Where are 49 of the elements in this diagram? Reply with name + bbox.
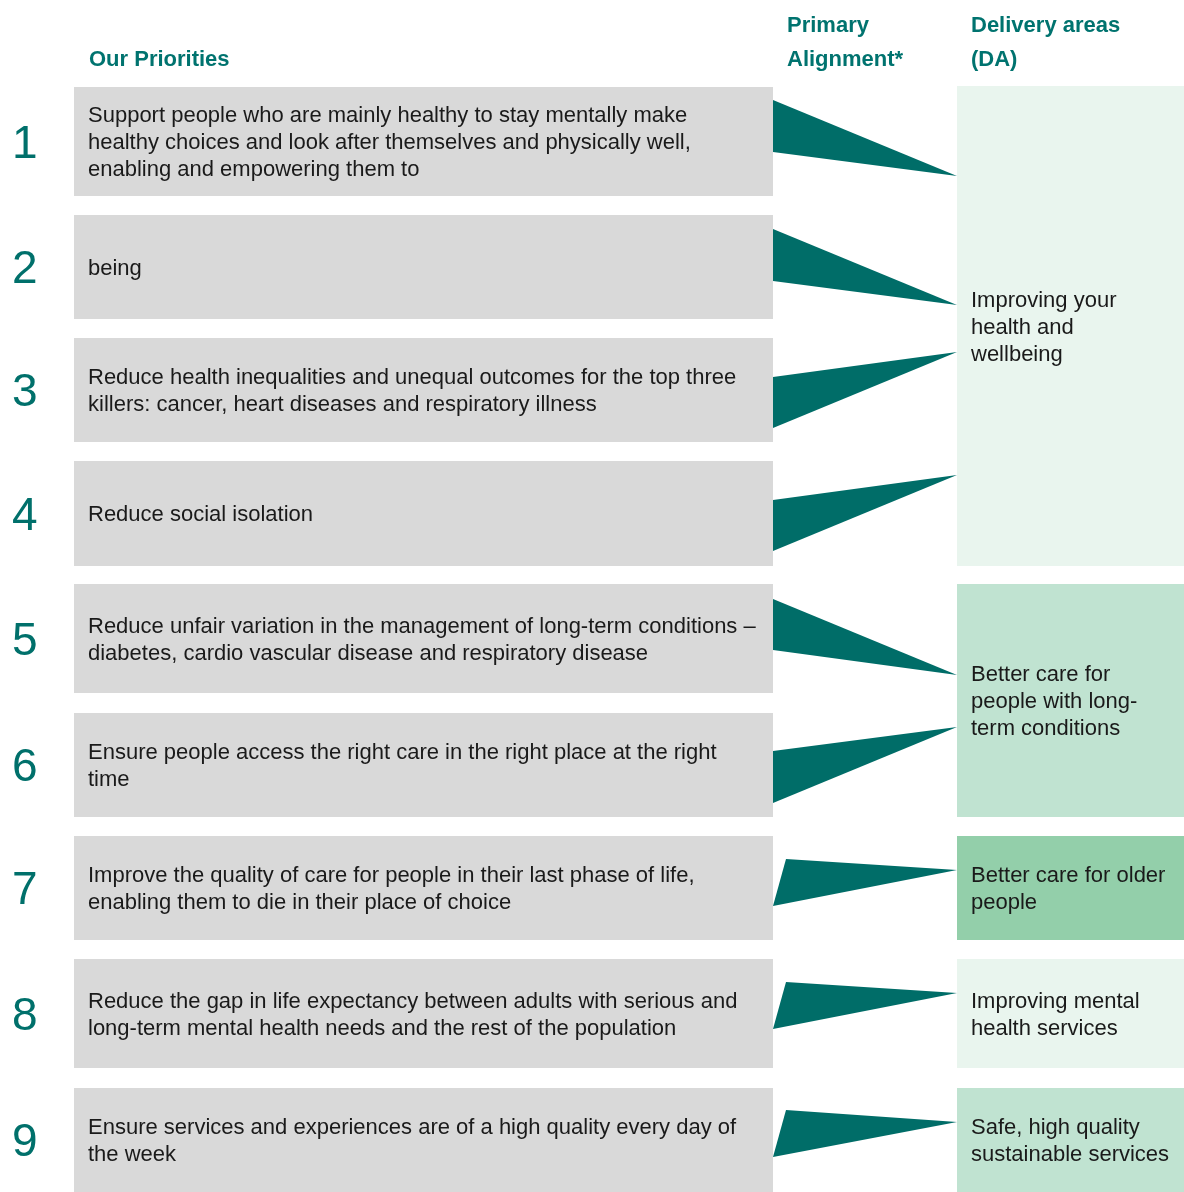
priority-number: 2 — [12, 242, 38, 292]
priority-box — [74, 959, 773, 1068]
alignment-arrow — [773, 982, 957, 1029]
alignment-arrow — [773, 229, 957, 305]
priority-box — [74, 584, 773, 693]
box-text: Reduce the gap in life expectancy between adults with serious and long-term mental health needs and the rest of the population — [88, 986, 739, 1041]
delivery-area-box — [957, 584, 1184, 817]
alignment-arrow — [773, 100, 957, 176]
alignment-arrow — [773, 859, 957, 906]
delivery-area-box — [957, 1088, 1184, 1192]
priority-number: 5 — [12, 613, 38, 664]
priority-number: 8 — [12, 988, 38, 1039]
priority-box — [74, 87, 773, 196]
alignment-arrow — [773, 599, 957, 675]
priority-box — [74, 215, 773, 319]
box-text: Improve the quality of care for people in their last phase of life, enabling them to die in their place of choice — [88, 861, 696, 915]
priority-number: 4 — [12, 488, 38, 539]
box-text: Better care for people with long-term conditions — [971, 660, 1139, 741]
box-text: Improving your health and wellbeing — [971, 285, 1118, 367]
box-text: being — [88, 253, 142, 281]
priority-box — [74, 836, 773, 940]
box-text: Reduce social isolation — [88, 500, 314, 527]
box-text: Reduce unfair variation in the management of long-term conditions – diabetes, cardio vascular disease and respiratory disease — [88, 611, 757, 666]
box-text: Better care for older people — [971, 861, 1167, 915]
column-heading: Our Priorities — [89, 45, 231, 73]
box-text: Safe, high quality sustainable services — [971, 1113, 1170, 1167]
priority-number: 9 — [12, 1115, 38, 1165]
box-text: Ensure people access the right care in the right place at the right time — [88, 738, 718, 792]
delivery-area-box — [957, 836, 1184, 940]
priority-number: 3 — [12, 365, 38, 415]
priority-box — [74, 461, 773, 566]
priority-box — [74, 1088, 773, 1192]
box-text: Reduce health inequalities and unequal outcomes for the top three killers: cancer, heart diseases and respiratory illness — [88, 363, 738, 417]
alignment-arrow — [773, 475, 957, 551]
column-heading: Delivery areas (DA) — [971, 11, 1122, 73]
delivery-area-box — [957, 959, 1184, 1068]
alignment-arrow — [773, 727, 957, 803]
alignment-arrow — [773, 352, 957, 428]
delivery-area-box — [957, 86, 1184, 566]
box-text: Support people who are mainly healthy to stay mentally make healthy choices and look after themselves and physically well, enabling and empowering them to — [88, 101, 692, 182]
column-heading: Primary Alignment* — [787, 11, 905, 73]
priority-number: 7 — [12, 863, 38, 913]
priority-number: 1 — [12, 116, 38, 167]
box-text: Improving mental health services — [971, 986, 1141, 1041]
priority-box — [74, 338, 773, 442]
alignment-arrow — [773, 1110, 957, 1157]
priority-box — [74, 713, 773, 817]
box-text: Ensure services and experiences are of a high quality every day of the week — [88, 1113, 738, 1167]
priority-number: 6 — [12, 740, 38, 790]
